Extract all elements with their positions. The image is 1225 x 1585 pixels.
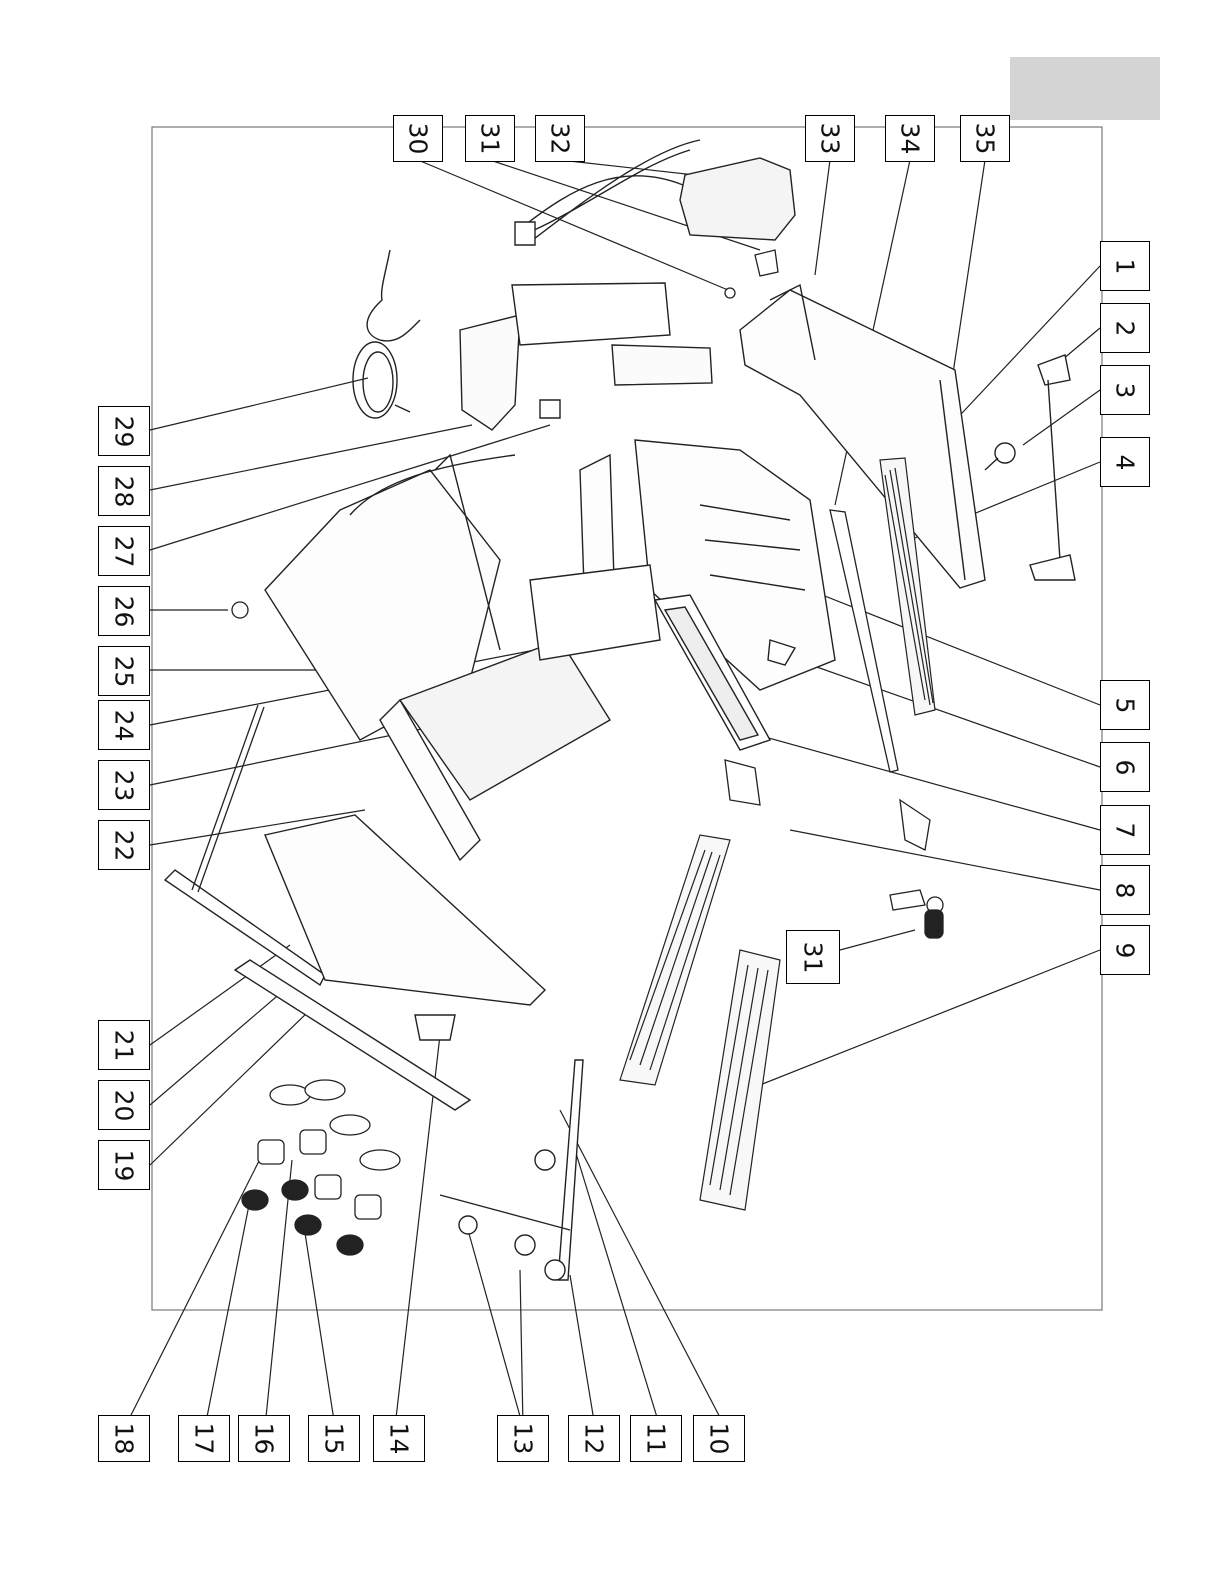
callout-11: 11 <box>630 1415 682 1462</box>
callout-15: 15 <box>308 1415 360 1462</box>
callout-6: 6 <box>1100 742 1150 792</box>
callout-1: 1 <box>1100 241 1150 291</box>
callout-10: 10 <box>693 1415 745 1462</box>
callout-24: 24 <box>98 700 150 750</box>
callout-13: 13 <box>497 1415 549 1462</box>
callout-35: 35 <box>960 115 1010 162</box>
callout-29: 29 <box>98 406 150 456</box>
callout-27: 27 <box>98 526 150 576</box>
callout-23: 23 <box>98 760 150 810</box>
callout-16: 16 <box>238 1415 290 1462</box>
callout-5: 5 <box>1100 680 1150 730</box>
callout-30: 30 <box>393 115 443 162</box>
callout-18: 18 <box>98 1415 150 1462</box>
callout-4: 4 <box>1100 437 1150 487</box>
callout-28: 28 <box>98 466 150 516</box>
callout-9: 9 <box>1100 925 1150 975</box>
callout-3: 3 <box>1100 365 1150 415</box>
callout-34: 34 <box>885 115 935 162</box>
callout-12: 12 <box>568 1415 620 1462</box>
callout-31: 31 <box>465 115 515 162</box>
callout-21: 21 <box>98 1020 150 1070</box>
callout-14: 14 <box>373 1415 425 1462</box>
callout-8: 8 <box>1100 865 1150 915</box>
callout-25: 25 <box>98 646 150 696</box>
callout-2: 2 <box>1100 303 1150 353</box>
callout-17: 17 <box>178 1415 230 1462</box>
callout-20: 20 <box>98 1080 150 1130</box>
callout-19: 19 <box>98 1140 150 1190</box>
callout-32: 32 <box>535 115 585 162</box>
callout-26: 26 <box>98 586 150 636</box>
callout-7: 7 <box>1100 805 1150 855</box>
callout-31-inner: 31 <box>786 930 840 984</box>
callout-22: 22 <box>98 820 150 870</box>
callout-33: 33 <box>805 115 855 162</box>
